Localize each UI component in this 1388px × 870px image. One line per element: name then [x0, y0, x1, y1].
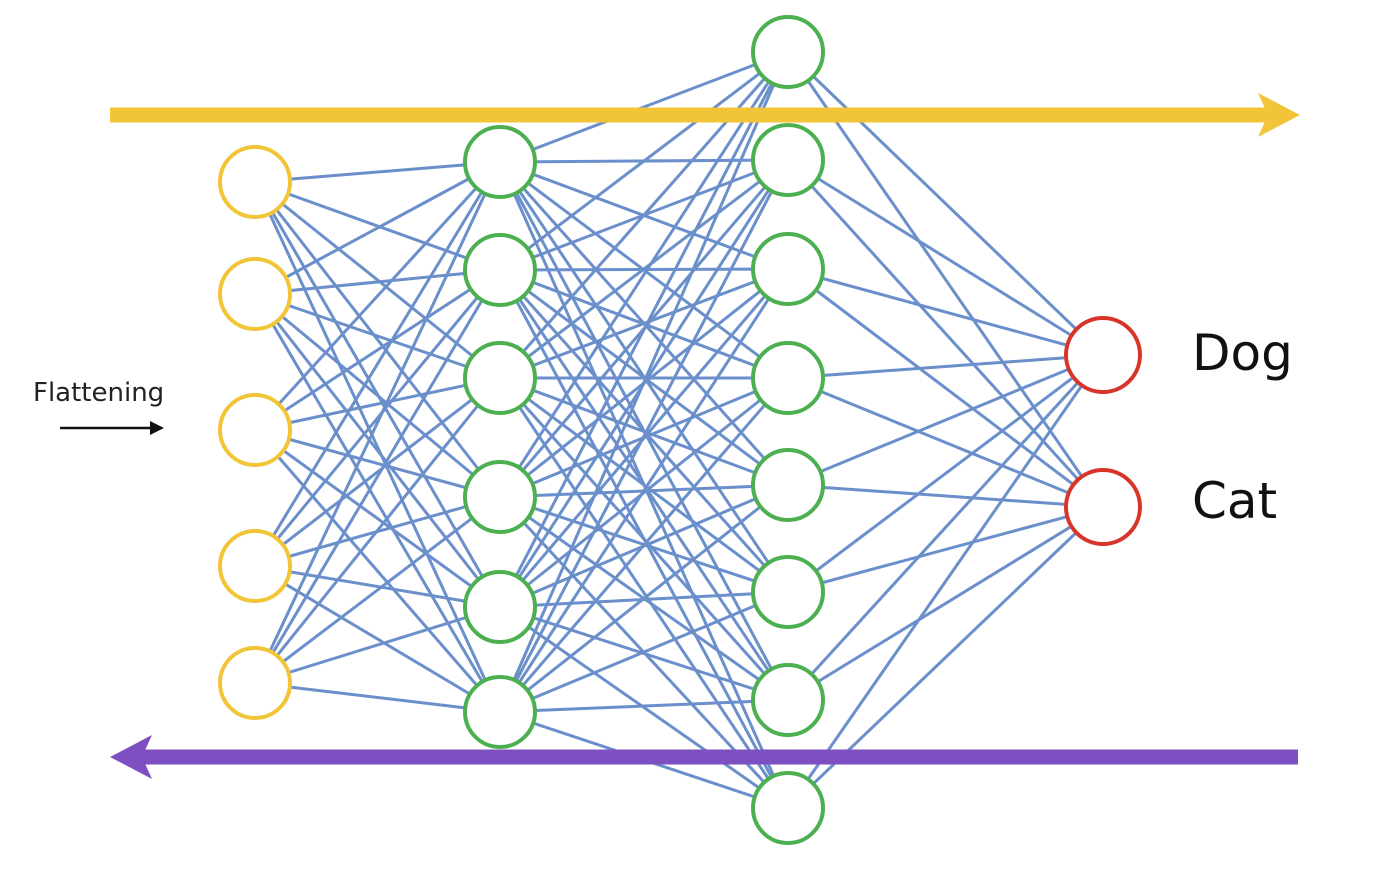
hidden-2-neuron [751, 448, 825, 522]
connection-line [254, 292, 501, 499]
hidden-2-neuron [751, 341, 825, 415]
connection-line [787, 267, 1104, 357]
connection-line [787, 505, 1104, 594]
connection-line [787, 267, 1104, 509]
connection-line [254, 605, 501, 685]
connection-line [253, 161, 502, 684]
connection-line [499, 50, 789, 272]
hidden-2-neuron [751, 123, 825, 197]
connection-line [254, 681, 501, 714]
output-neuron [1064, 316, 1142, 394]
hidden-2-neuron [751, 15, 825, 89]
connection-line [254, 292, 501, 380]
hidden-1-neuron [463, 675, 537, 749]
hidden-1-neuron [463, 125, 537, 199]
connection-line [787, 376, 1104, 509]
connection-line [253, 269, 502, 684]
connection-line [498, 377, 790, 701]
connection-line [254, 428, 501, 609]
connection-line [254, 180, 501, 380]
flattening-annotation: Flattening [33, 378, 164, 435]
neurons [218, 15, 1142, 845]
connection-line [254, 268, 501, 432]
hidden-1-neuron [463, 233, 537, 307]
connection-line [786, 50, 1105, 357]
connection-line [253, 293, 502, 713]
connection-line [498, 51, 790, 608]
connection-line [499, 376, 789, 487]
hidden-2-neuron [751, 232, 825, 306]
connection-line [254, 160, 501, 184]
connection-line [498, 377, 790, 713]
propagation-arrows [110, 93, 1300, 779]
output-label-cat: Cat [1192, 472, 1277, 530]
connection-line [254, 564, 501, 714]
input-neuron [218, 393, 292, 467]
connection-line [499, 483, 789, 714]
connection-line [499, 590, 789, 714]
connection-line [786, 353, 1105, 702]
hidden-1-neuron [463, 341, 537, 415]
input-neuron [218, 257, 292, 331]
connection-line [253, 181, 502, 498]
connection-line [498, 51, 790, 498]
connection-line [498, 159, 790, 713]
input-neuron [218, 145, 292, 219]
connection-line [253, 161, 502, 567]
connection-line [787, 353, 1104, 380]
flattening-label: Flattening [33, 378, 164, 408]
connection-line [253, 429, 502, 713]
connection-line [253, 377, 502, 684]
connection-line [499, 376, 789, 594]
input-neuron [218, 646, 292, 720]
connection-line [787, 158, 1104, 357]
connection-line [254, 268, 501, 296]
connection-line [254, 376, 501, 568]
connection-line [253, 181, 502, 713]
connection-line [254, 428, 501, 499]
connection-line [254, 495, 501, 685]
connection-line [499, 50, 789, 164]
output-neuron [1064, 468, 1142, 546]
hidden-1-neuron [463, 570, 537, 644]
connection-line [498, 51, 790, 379]
connection-line [254, 564, 501, 609]
connection-line [499, 698, 789, 714]
backward-arrow-icon [110, 735, 152, 779]
connection-line [787, 353, 1104, 594]
flattening-arrow-icon [150, 421, 164, 435]
connection-line [498, 268, 790, 713]
connection-line [253, 269, 502, 567]
connection-line [786, 158, 1105, 509]
forward-arrow-icon [1258, 93, 1300, 137]
output-label-dog: Dog [1192, 324, 1293, 382]
connection-line [787, 353, 1104, 487]
connection-line [787, 505, 1104, 702]
hidden-2-neuron [751, 555, 825, 629]
connection-line [498, 377, 790, 809]
input-neuron [218, 529, 292, 603]
connection-line [498, 51, 790, 713]
connection-line [253, 293, 502, 608]
connection-line [254, 160, 501, 296]
connection-line [499, 158, 789, 380]
hidden-2-neuron [751, 663, 825, 737]
connection-line [786, 354, 1105, 809]
connection-line [499, 267, 789, 380]
connections [253, 50, 1105, 810]
connection-line [254, 376, 501, 432]
hidden-2-neuron [751, 771, 825, 845]
connection-line [787, 483, 1104, 509]
connection-line [254, 180, 501, 272]
connection-line [253, 160, 502, 432]
hidden-1-neuron [463, 460, 537, 534]
